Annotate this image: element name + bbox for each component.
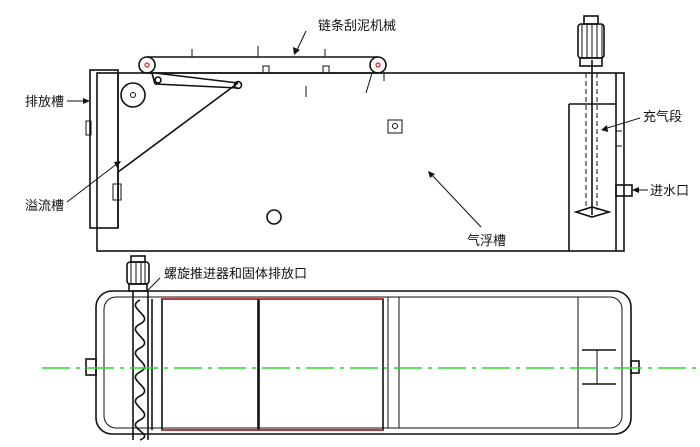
screw-propeller-label: 螺旋推进器和固体排放口 xyxy=(164,267,307,282)
aeration-section-label: 充气段 xyxy=(643,109,682,125)
sprocket-right-icon xyxy=(369,56,387,74)
discharge-flange xyxy=(85,120,92,136)
screw-spiral xyxy=(134,299,146,441)
aeration-section xyxy=(568,15,633,251)
inlet-label: 进水口 xyxy=(650,184,689,199)
sprocket-left-icon xyxy=(138,56,156,74)
sloped-beach xyxy=(117,82,239,173)
plan-tank-outer xyxy=(95,290,632,435)
scraper-frame-2 xyxy=(258,298,384,431)
discharge-tank-box xyxy=(89,69,119,229)
drive-sprocket-icon xyxy=(120,82,146,108)
tank-body xyxy=(96,72,625,252)
overflow-tank-label: 溢流槽 xyxy=(25,199,64,214)
drive-assembly xyxy=(120,72,243,108)
inlet-pipe xyxy=(615,184,633,197)
chain-scraper xyxy=(138,46,387,97)
impeller-icon xyxy=(573,206,612,218)
overflow-outlet xyxy=(112,183,122,201)
plan-tank-inner xyxy=(103,296,623,429)
center-port xyxy=(387,119,403,134)
motor-icon xyxy=(577,15,605,67)
flotation-tank-label: 气浮槽 xyxy=(467,233,506,249)
discharge-tank-label: 排放槽 xyxy=(25,95,64,110)
bottom-drain xyxy=(266,209,282,225)
screw-motor-icon xyxy=(126,255,150,292)
plan-view: 螺旋推进器和固体排放口 xyxy=(42,255,700,441)
scraper-frame-1 xyxy=(161,298,259,431)
chain-scraper-label: 链条刮泥机械 xyxy=(318,18,396,34)
side-view: 链条刮泥机械 排放槽 充气段 溢流槽 进水口 气浮槽 xyxy=(25,15,689,252)
